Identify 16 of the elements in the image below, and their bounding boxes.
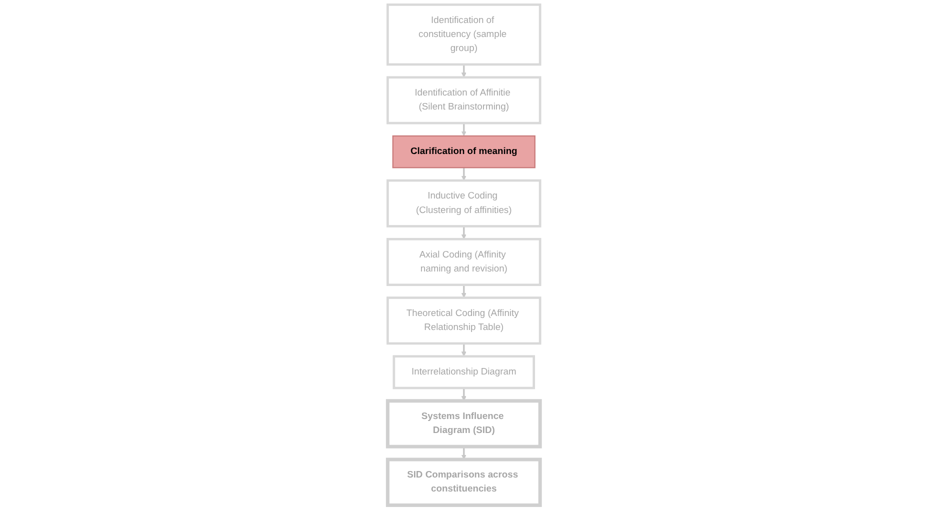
arrow bbox=[461, 123, 467, 136]
arrow bbox=[461, 168, 467, 181]
arrow bbox=[461, 284, 467, 298]
arrow bbox=[461, 64, 467, 78]
node-box: Axial Coding (Affinity naming and revision) bbox=[386, 238, 542, 286]
node-box: Inductive Coding (Clustering of affinities) bbox=[386, 179, 542, 228]
node-box: Identification of constituency (sample group) bbox=[386, 4, 542, 66]
node-box: Interrelationship Diagram bbox=[392, 355, 536, 390]
arrow bbox=[461, 344, 467, 357]
node-box: Systems Influence Diagram (SID) bbox=[386, 399, 542, 448]
node-box: Identification of Affinitie (Silent Brainstorming) bbox=[386, 76, 542, 124]
node-box: SID Comparisons across constituencies bbox=[386, 458, 542, 508]
node-box: Theoretical Coding (Affinity Relationship Table) bbox=[386, 296, 542, 345]
arrow bbox=[461, 226, 467, 240]
node-box: Clarification of meaning bbox=[392, 135, 536, 168]
arrow bbox=[461, 388, 467, 402]
